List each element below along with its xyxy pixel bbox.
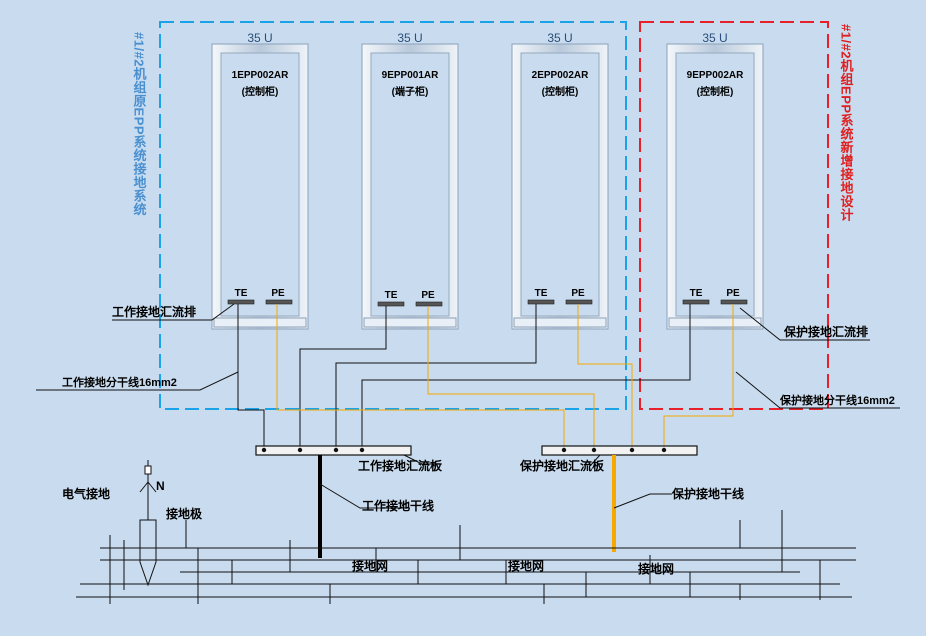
ground-electrode-symbol — [139, 460, 157, 587]
cabinet-4-te-label: TE — [690, 288, 703, 299]
work-plate-label: 工作接地汇流板 — [358, 458, 443, 473]
protect-ground-plate — [541, 445, 698, 456]
cabinet-2: 35 U 9EPP001AR (端子柜) TE PE — [361, 31, 459, 330]
cabinet-3-te-bar — [527, 299, 555, 305]
cabinet-3-height: 35 U — [547, 31, 572, 45]
cabinet-1: 35 U 1EPP002AR (控制柜) TE PE — [211, 31, 309, 330]
work-branch-label: 工作接地分干线16mm2 — [62, 375, 177, 389]
protect-plate-label: 保护接地汇流板 — [519, 458, 605, 473]
work-branch-wires — [237, 304, 691, 448]
cabinet-1-te-bar — [227, 299, 255, 305]
cabinet-4-pe-bar — [720, 299, 748, 305]
cabinet-2-type: (端子柜) — [392, 85, 429, 98]
cabinet-2-te-label: TE — [385, 290, 398, 301]
cabinet-2-pe-label: PE — [421, 290, 435, 301]
original-system-boundary — [159, 21, 627, 410]
work-trunk-label: 工作接地干线 — [362, 498, 434, 513]
cabinet-1-te-label: TE — [235, 288, 248, 299]
protect-branch-wires — [276, 304, 734, 448]
ground-net-label-1: 接地网 — [352, 558, 388, 573]
cabinet-3: 35 U 2EPP002AR (控制柜) TE PE — [511, 31, 609, 330]
work-ground-plate — [255, 445, 412, 456]
neutral-label: N — [156, 479, 165, 493]
cabinet-1-height: 35 U — [247, 31, 272, 45]
cabinet-3-te-label: TE — [535, 288, 548, 299]
cabinet-4-height: 35 U — [702, 31, 727, 45]
electrical-ground-label: 电气接地 — [62, 486, 110, 501]
cabinet-4-pe-label: PE — [726, 288, 740, 299]
cabinet-3-type: (控制柜) — [542, 85, 579, 98]
new-system-boundary — [639, 21, 829, 410]
cabinet-1-name: 1EPP002AR — [232, 70, 289, 81]
leader-lines — [36, 303, 900, 509]
cabinet-1-pe-bar — [265, 299, 293, 305]
protect-busbar-label: 保护接地汇流排 — [783, 324, 868, 339]
cabinet-2-name: 9EPP001AR — [382, 70, 439, 81]
ground-electrode-label: 接地极 — [166, 506, 203, 521]
cabinet-2-te-bar — [377, 301, 405, 307]
cabinet-2-pe-bar — [415, 301, 443, 307]
new-system-label: #1/#2机组EPP系统新增接地设计 — [839, 24, 854, 222]
cabinet-1-pe-label: PE — [271, 288, 285, 299]
cabinet-3-name: 2EPP002AR — [532, 70, 589, 81]
cabinet-4: 35 U 9EPP002AR (控制柜) TE PE — [666, 31, 764, 330]
ground-net-label-2: 接地网 — [508, 558, 544, 573]
plate-connection-dots — [261, 447, 667, 453]
protect-branch-label: 保护接地分干线16mm2 — [779, 393, 895, 407]
ground-network — [76, 510, 856, 604]
cabinet-4-type: (控制柜) — [697, 85, 734, 98]
cabinet-2-height: 35 U — [397, 31, 422, 45]
work-busbar-label: 工作接地汇流排 — [112, 304, 196, 319]
original-system-label: #1/#2机组原EPP系统接地系统 — [132, 32, 147, 217]
cabinet-4-name: 9EPP002AR — [687, 70, 744, 81]
ground-net-label-3: 接地网 — [638, 561, 674, 576]
cabinet-3-pe-label: PE — [571, 288, 585, 299]
cabinet-4-te-bar — [682, 299, 710, 305]
cabinet-3-pe-bar — [565, 299, 593, 305]
cabinet-1-type: (控制柜) — [242, 85, 279, 98]
protect-trunk-label: 保护接地干线 — [671, 486, 744, 501]
